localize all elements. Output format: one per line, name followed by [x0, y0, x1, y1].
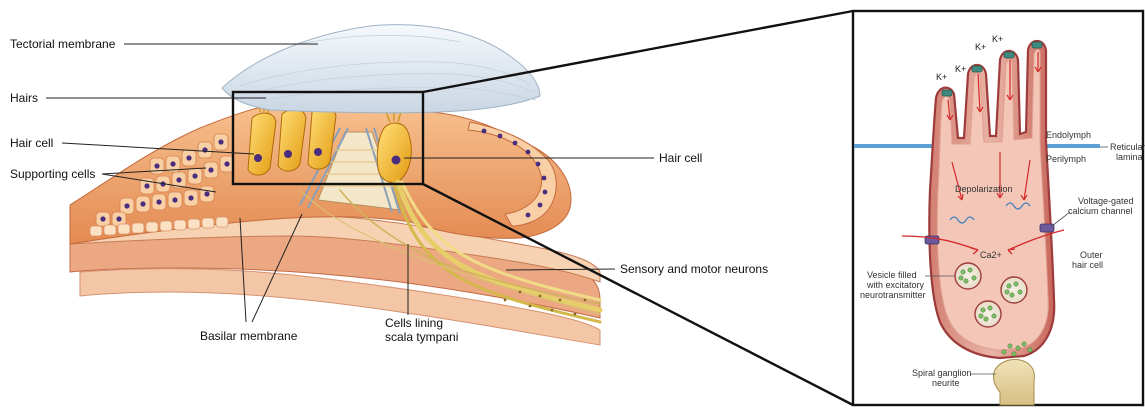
label-vesicle-line1: Vesicle filled: [867, 270, 917, 280]
label-tectorial-membrane: Tectorial membrane: [10, 37, 116, 51]
label-endolymph: Endolymph: [1046, 130, 1091, 140]
spiral-ganglion-neurite: [993, 360, 1034, 406]
label-perilymph: Perilymph: [1046, 154, 1086, 164]
label-calcium: Ca2+: [980, 250, 1002, 260]
tectorial-membrane: [222, 25, 540, 113]
label-basilar-membrane: Basilar membrane: [200, 329, 298, 343]
label-outer-line1: Outer: [1080, 250, 1103, 260]
label-outer-line2: hair cell: [1072, 260, 1103, 270]
inner-hair-cell: [377, 123, 411, 182]
label-spiral-line2: neurite: [932, 378, 960, 388]
label-voltage-gated-line2: calcium channel: [1068, 206, 1133, 216]
label-cells-lining-line2: scala tympani: [385, 330, 458, 344]
k-ion-label-4: K+: [992, 34, 1003, 44]
label-hair-cell-right: Hair cell: [659, 151, 702, 165]
label-hair-cell-left: Hair cell: [10, 136, 53, 150]
label-vesicle-line2: with excitatory: [866, 280, 925, 290]
label-reticular-line2: lamina: [1116, 152, 1143, 162]
label-vesicle-line3: neurotransmitter: [860, 290, 926, 300]
label-cells-lining-line1: Cells lining: [385, 316, 443, 330]
label-voltage-gated-line1: Voltage-gated: [1078, 196, 1134, 206]
label-sensory-motor-neurons: Sensory and motor neurons: [620, 262, 768, 276]
k-ion-label-3: K+: [975, 42, 986, 52]
label-supporting-cells: Supporting cells: [10, 167, 95, 181]
k-ion-label-1: K+: [936, 72, 947, 82]
label-reticular-line1: Reticular: [1110, 142, 1145, 152]
outer-hair-cells: [248, 107, 336, 175]
k-ion-label-2: K+: [955, 64, 966, 74]
label-depolarization: Depolarization: [955, 184, 1013, 194]
label-spiral-line1: Spiral ganglion: [912, 368, 972, 378]
label-hairs: Hairs: [10, 91, 38, 105]
